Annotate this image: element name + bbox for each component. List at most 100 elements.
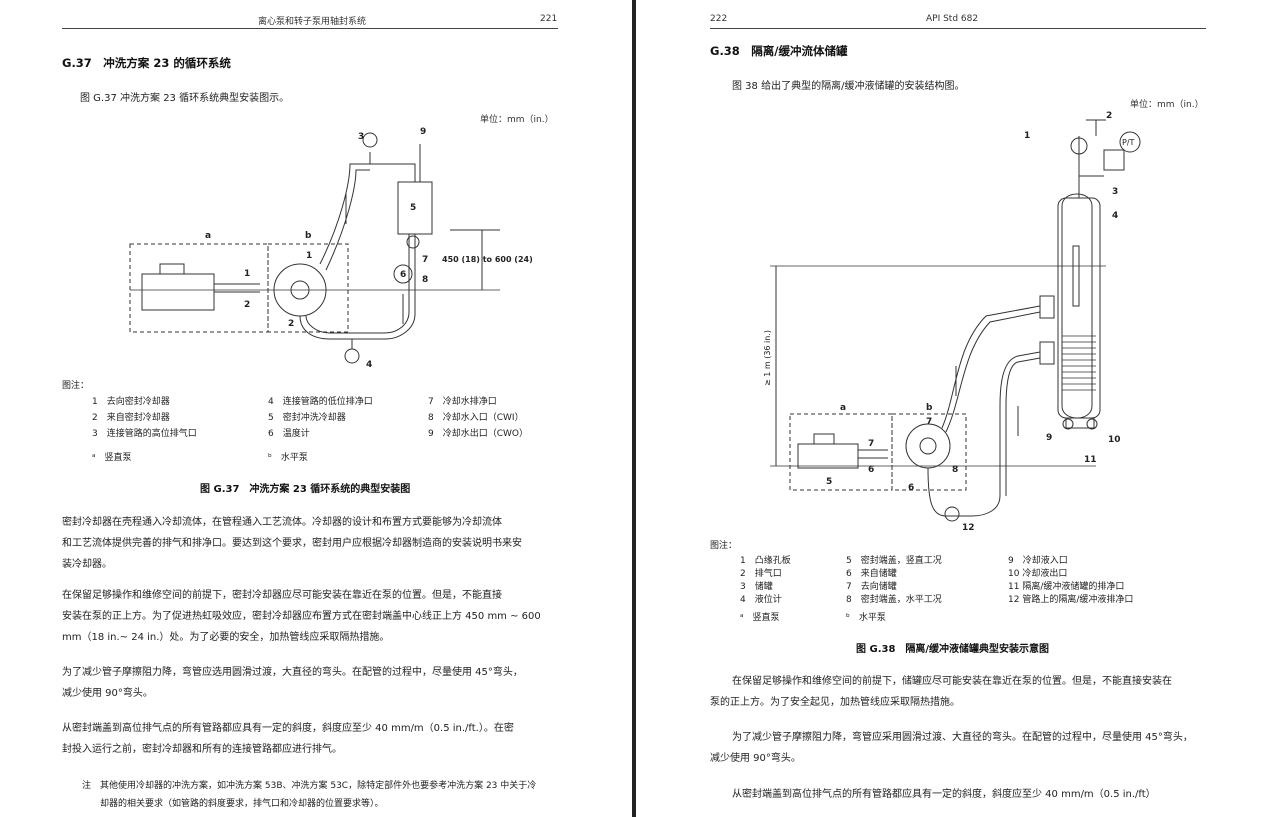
right-para-1-line-2: 泵的正上方。为了安全起见，加热管线应采取隔热措施。: [710, 697, 960, 708]
right-para-2-line-1: 为了减少管子摩擦阻力降，弯管应采用圆滑过渡、大直径的弯头。在配管的过程中，尽量使…: [732, 732, 1193, 743]
left-para-2-line-3: mm（18 in.~ 24 in.）处。为了必要的安全，加热管线应采取隔热措施。: [62, 632, 390, 643]
left-para-1-line-3: 装冷却器。: [62, 559, 112, 570]
fig38-num-3: 3: [1112, 187, 1118, 197]
fig38-num-10: 10: [1108, 435, 1121, 445]
right-para-2-line-2: 减少使用 90°弯头。: [710, 753, 801, 764]
right-note-b: ᵇ 水平泵: [846, 613, 886, 623]
right-para-1-line-1: 在保留足够操作和维修空间的前提下，储罐应尽可能安装在靠近在泵的位置。但是，不能直…: [732, 676, 1172, 687]
right-page-number: 222: [710, 14, 728, 24]
motor-a: [141, 273, 215, 311]
fig37-num-9: 9: [420, 127, 426, 137]
left-legend-9: 9 冷却水出口（CWO）: [428, 429, 528, 439]
left-section-title: G.37 冲洗方案 23 的循环系统: [62, 56, 231, 70]
fig37-letter-a: a: [205, 231, 211, 241]
left-para-2-line-1: 在保留足够操作和维修空间的前提下，密封冷却器应尽可能安装在靠近在泵的位置。但是，…: [62, 590, 502, 601]
fig37-dimension: 450 (18) to 600 (24): [442, 255, 533, 264]
fig37-num-5: 5: [410, 203, 416, 213]
right-legend-6: 6 来自储罐: [846, 569, 897, 579]
right-page: 222 API Std 682 G.38 隔离/缓冲流体储罐 图 38 给出了典…: [636, 0, 1272, 817]
fig38-num-1: 1: [1024, 131, 1030, 141]
fig37-letter-b: b: [305, 231, 312, 241]
left-header-rule: [62, 28, 558, 29]
motor-a-box: [159, 263, 185, 275]
left-running-header: 离心泵和转子泵用轴封系统: [258, 17, 367, 27]
right-legend-title: 图注：: [710, 541, 738, 551]
fig38-num-12: 12: [962, 523, 975, 533]
fig38-pt-label: P/T: [1122, 138, 1135, 147]
right-legend-11: 11 隔离/缓冲液储罐的排净口: [1008, 582, 1125, 592]
pt-gauge: [1119, 131, 1141, 153]
left-legend-5: 5 密封冲洗冷却器: [268, 413, 346, 423]
left-para-3-line-1: 为了减少管子摩擦阻力降，弯管应选用圆滑过渡，大直径的弯头。在配管的过程中，尽量使…: [62, 667, 523, 678]
left-legend-3: 3 连接管路的高位排气口: [92, 429, 197, 439]
fig37-num-6: 6: [400, 270, 406, 280]
left-legend-8: 8 冷却水入口（CWI）: [428, 413, 524, 423]
right-legend-12: 12 管路上的隔离/缓冲液排净口: [1008, 595, 1134, 605]
left-intro: 图 G.37 冲洗方案 23 循环系统典型安装图示。: [80, 93, 290, 104]
left-footnote-line-1: 注 其他使用冷却器的冲洗方案，如冲洗方案 53B、冲洗方案 53C，除特定部件外…: [82, 781, 537, 791]
figure-g37: a b 1 2 1 2 3 4 5 6 7 8 9 450 (18) to 60…: [129, 127, 533, 370]
right-para-3-line-1: 从密封端盖到高位排气点的所有管路都应具有一定的斜度，斜度应至少 40 mm/m（…: [732, 789, 1156, 800]
fig38-num-9: 9: [1046, 433, 1052, 443]
left-page-number: 221: [540, 14, 558, 24]
fig38-letter-b: b: [926, 403, 933, 413]
fig37-num-4: 4: [366, 360, 372, 370]
pump-a-box: [129, 243, 269, 333]
fig37-num-1b: 1: [306, 251, 312, 261]
left-page: 离心泵和转子泵用轴封系统 221 G.37 冲洗方案 23 的循环系统 图 G.…: [0, 0, 632, 817]
right-legend-4: 4 液位计: [740, 595, 782, 605]
right-unit-label: 单位：mm（in.）: [1130, 100, 1204, 110]
fig38-letter-a: a: [840, 403, 846, 413]
right-section-title: G.38 隔离/缓冲流体储罐: [710, 44, 848, 58]
fig37-num-2a: 2: [244, 300, 250, 310]
right-note-a: ᵃ 竖直泵: [740, 613, 780, 623]
fig38-num-7a: 7: [868, 439, 874, 449]
fig37-num-3: 3: [358, 132, 364, 142]
left-legend-4: 4 连接管路的低位排净口: [268, 397, 373, 407]
right-header-rule: [710, 28, 1206, 29]
fig38-num-5: 5: [826, 477, 832, 487]
fig38-num-6b: 6: [908, 483, 914, 493]
fig38-num-8: 8: [952, 465, 958, 475]
fig37-num-8: 8: [422, 275, 428, 285]
left-footnote-line-2: 却器的相关要求（如管路的斜度要求，排气口和冷却器的位置要求等）。: [100, 799, 384, 809]
fig38-num-11: 11: [1084, 455, 1097, 465]
left-para-2-line-2: 安装在泵的正上方。为了促进热虹吸效应，密封冷却器应布置方式在密封端盖中心线正上方…: [62, 611, 541, 622]
right-legend-8: 8 密封端盖，水平工况: [846, 595, 942, 605]
right-intro: 图 38 给出了典型的隔离/缓冲液储罐的安装结构图。: [732, 81, 965, 92]
left-para-1-line-2: 和工艺流体提供完善的排气和排净口。要达到这个要求，密封用户应根据冷却器制造商的安…: [62, 538, 522, 549]
right-legend-10: 10 冷却液出口: [1008, 569, 1068, 579]
right-legend-3: 3 储罐: [740, 582, 773, 592]
orifice-valve: [1070, 137, 1088, 155]
figure-g38: 1 2 3 4 5 6 7 6 7 8 9 10 11 12 a b P/T ≥…: [763, 111, 1141, 533]
pump-b-box-g38: [891, 413, 967, 491]
pump-a-box-g38: [789, 413, 893, 491]
right-legend-1: 1 凸缘孔板: [740, 556, 791, 566]
right-figure-caption: 图 G.38 隔离/缓冲液储罐典型安装示意图: [856, 644, 1050, 655]
fig38-num-7b: 7: [926, 417, 932, 427]
left-para-1-line-1: 密封冷却器在壳程通入冷却流体，在管程通入工艺流体。冷却器的设计和布置方式要能够为…: [62, 517, 502, 528]
left-note-a: ᵃ 竖直泵: [92, 453, 132, 463]
left-para-4-line-1: 从密封端盖到高位排气点的所有管路都应具有一定的斜度，斜度应至少 40 mm/m（…: [62, 723, 514, 734]
left-legend-1: 1 去向密封冷却器: [92, 397, 170, 407]
right-legend-2: 2 排气口: [740, 569, 782, 579]
fig38-num-2: 2: [1106, 111, 1112, 121]
left-para-3-line-2: 减少使用 90°弯头。: [62, 688, 153, 699]
right-legend-5: 5 密封端盖，竖直工况: [846, 556, 942, 566]
fig37-num-2b: 2: [288, 319, 294, 329]
fig37-num-7: 7: [422, 255, 428, 265]
left-unit-label: 单位：mm（in.）: [480, 115, 554, 125]
left-note-b: ᵇ 水平泵: [268, 453, 308, 463]
fig37-num-1a: 1: [244, 269, 250, 279]
tank-body: [1061, 193, 1093, 419]
page-gutter: [632, 0, 636, 817]
left-para-4-line-2: 封投入运行之前，密封冷却器和所有的连接管路都应进行排气。: [62, 744, 342, 755]
left-legend-title: 图注：: [62, 381, 90, 391]
fig38-num-6a: 6: [868, 465, 874, 475]
right-legend-9: 9 冷却液入口: [1008, 556, 1068, 566]
left-legend-7: 7 冷却水排净口: [428, 397, 497, 407]
fig38-dimension: ≥ 1 m (36 in.): [763, 330, 772, 386]
fig38-num-4: 4: [1112, 211, 1118, 221]
right-legend-7: 7 去向储罐: [846, 582, 897, 592]
left-legend-6: 6 温度计: [268, 429, 310, 439]
